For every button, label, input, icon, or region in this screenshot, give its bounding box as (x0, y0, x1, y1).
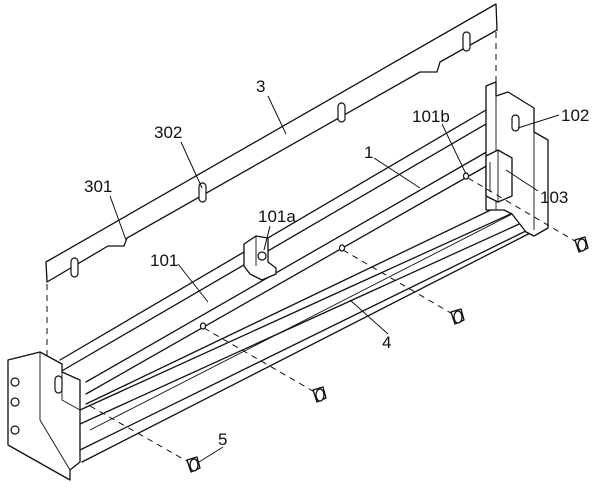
label-101b: 101b (412, 107, 450, 126)
strip-slot (198, 182, 207, 203)
bracket-103 (485, 149, 513, 203)
label-4: 4 (382, 333, 391, 352)
label-103: 103 (540, 188, 568, 207)
label-301: 301 (84, 177, 112, 196)
label-3: 3 (256, 77, 265, 96)
bracket-101a (243, 235, 277, 281)
bolt-axis (89, 405, 193, 465)
callout-labels: 3 302 301 101b 102 1 103 101a 101 4 5 (84, 77, 589, 449)
label-102: 102 (561, 106, 589, 125)
strip-plate-3 (45, 3, 498, 283)
label-302: 302 (154, 123, 182, 142)
strip-slot (70, 257, 79, 278)
label-1: 1 (364, 143, 373, 162)
bolt (312, 386, 327, 403)
trough-body-1 (7, 109, 541, 481)
strip-slot (462, 31, 471, 52)
label-101a: 101a (258, 207, 296, 226)
leader-lines (109, 95, 560, 463)
bolt (186, 456, 201, 473)
label-5: 5 (218, 430, 227, 449)
strip-slot (337, 102, 346, 123)
bolt (450, 308, 465, 325)
fasteners-5 (89, 177, 589, 473)
bolt (574, 236, 589, 253)
label-101: 101 (150, 251, 178, 270)
